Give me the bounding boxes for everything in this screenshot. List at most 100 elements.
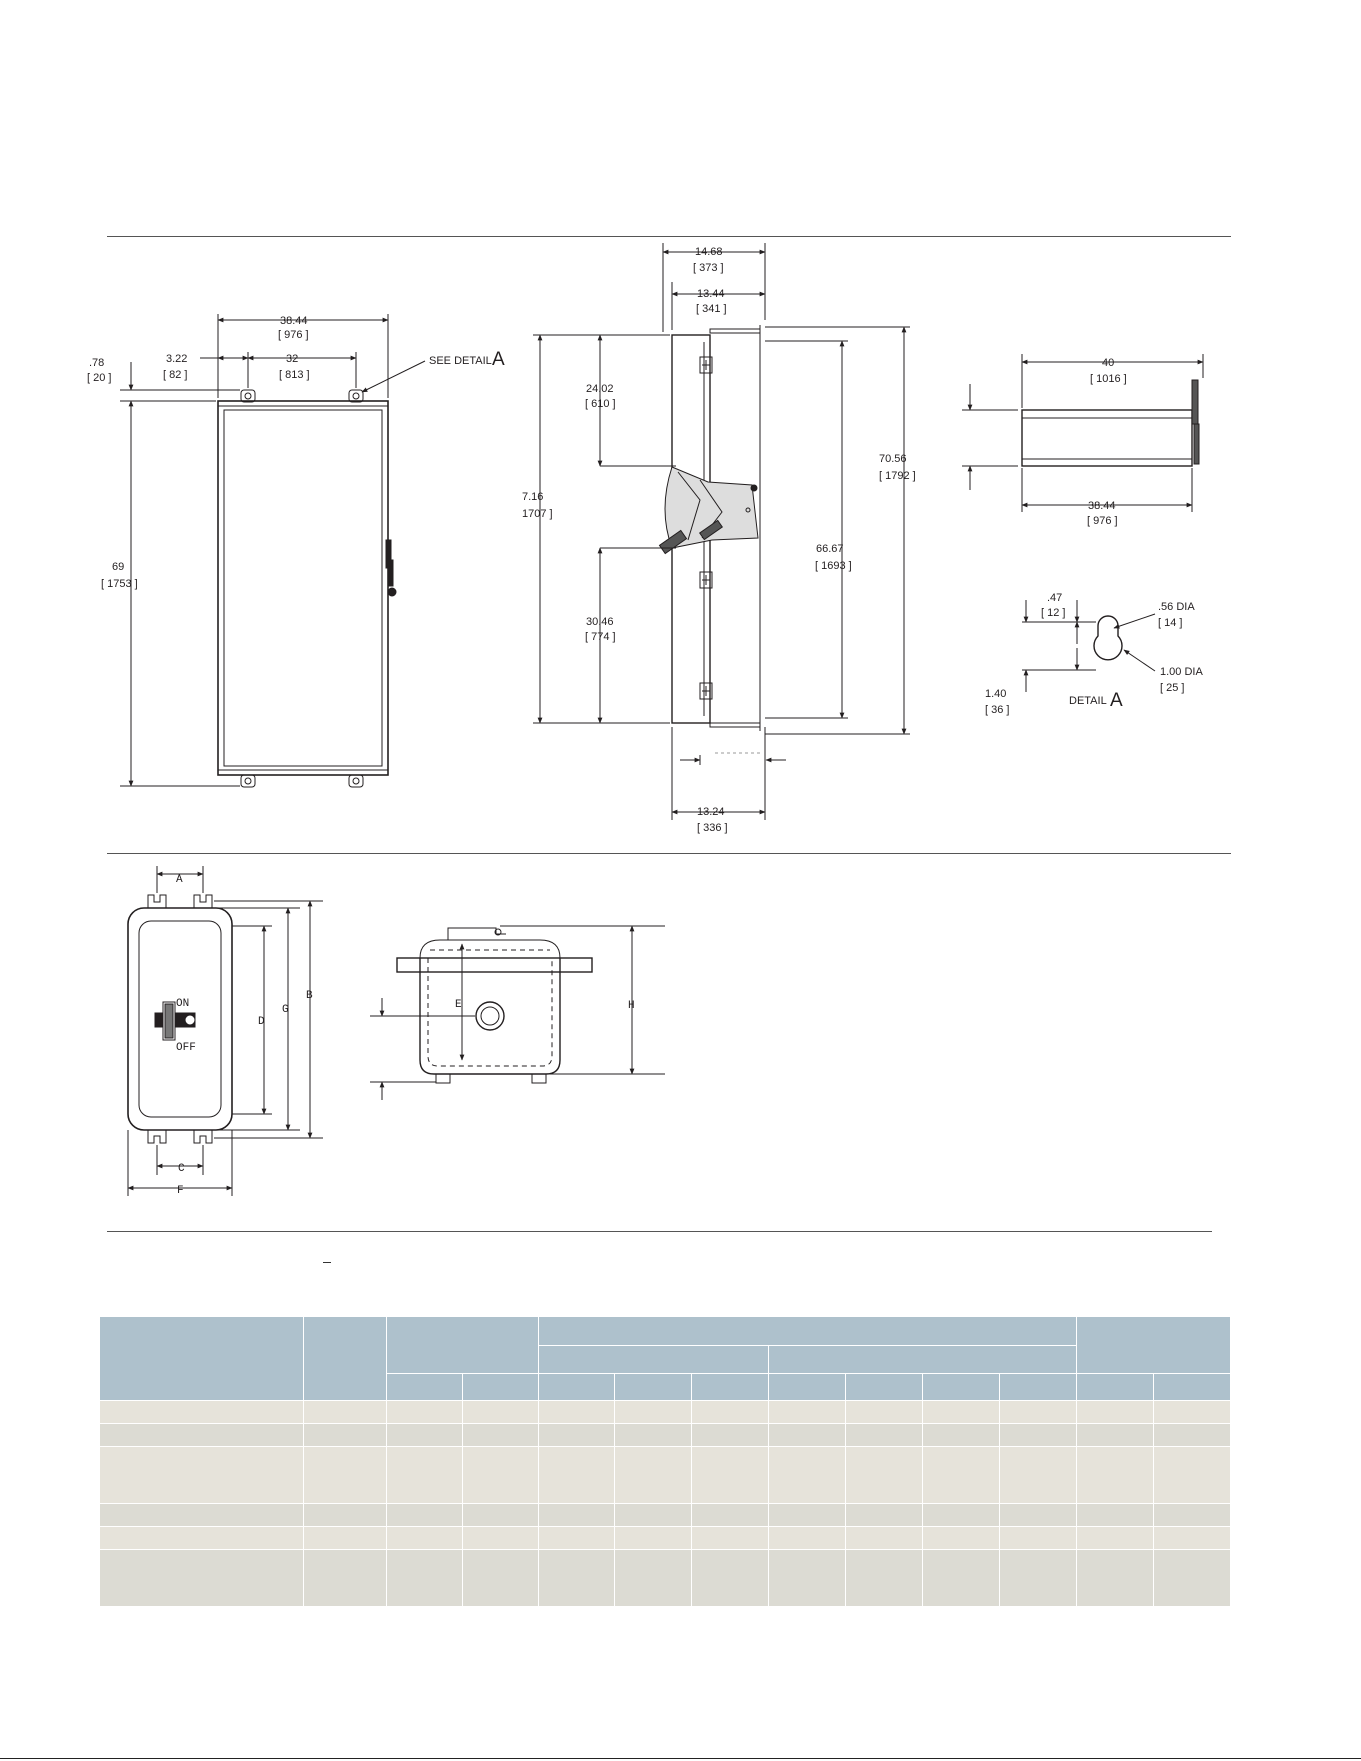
table-subheader-cell xyxy=(539,1374,614,1400)
table-subheader-cell xyxy=(692,1374,768,1400)
switch-off-label: OFF xyxy=(176,1042,196,1054)
dim-overall-width: 38.44 xyxy=(280,315,308,327)
table-subheader-cell xyxy=(769,1374,845,1400)
detail-dim-height-mm: [ 36 ] xyxy=(985,704,1009,716)
table-header-cell xyxy=(539,1317,1076,1345)
top-view-dim-bottom: 38.44 xyxy=(1088,500,1116,512)
hinge-bottom-icon xyxy=(699,682,713,700)
dim-top-offset: .78 xyxy=(89,357,104,369)
bottom-section-rule xyxy=(107,1231,1212,1232)
toggle-switch-icon xyxy=(154,1001,196,1041)
detail-dim-large-dia: 1.00 DIA xyxy=(1160,666,1203,678)
enclosure-side-drawing xyxy=(533,243,910,820)
switch-dim-b: B xyxy=(306,990,313,1002)
dim-right-inner: 66.67 xyxy=(816,543,844,555)
table-subheader-cell xyxy=(1000,1374,1076,1400)
switch-front-drawing xyxy=(127,866,323,1196)
table-row xyxy=(100,1447,1230,1503)
conduit-hub-icon xyxy=(475,1001,505,1031)
detail-a-letter: A xyxy=(1110,690,1123,711)
switch-front-face xyxy=(138,920,222,1118)
detail-a-keyhole-drawing xyxy=(1022,600,1156,692)
top-view-handle-icon xyxy=(1191,379,1200,465)
detail-dim-small-dia: .56 DIA xyxy=(1158,601,1195,613)
table-subheader-cell xyxy=(387,1374,462,1400)
middle-section-rule xyxy=(107,853,1231,854)
table-subheader-cell xyxy=(846,1374,922,1400)
table-header-cell xyxy=(304,1317,386,1400)
enclosure-handle-icon xyxy=(385,539,397,597)
dim-upper: 24.02 xyxy=(586,383,614,395)
mounting-tab-top-right xyxy=(348,389,364,403)
table-subheader-cell xyxy=(539,1346,768,1373)
dim-bottom: 13.24 xyxy=(697,806,725,818)
see-detail-callout: SEE DETAIL xyxy=(429,355,492,367)
enclosure-front-body xyxy=(217,400,389,776)
switch-dim-a: A xyxy=(176,874,183,886)
table-subheader-cell xyxy=(463,1374,538,1400)
switch-front-body xyxy=(127,907,233,1131)
table-row xyxy=(100,1550,1230,1606)
top-view-dim-top-mm: [ 1016 ] xyxy=(1090,373,1127,385)
dim-right-outer: 70.56 xyxy=(879,453,907,465)
table-subheader-cell xyxy=(1154,1374,1230,1400)
table-subheader-cell xyxy=(1077,1374,1153,1400)
table-subheader-cell xyxy=(769,1346,1076,1373)
table-subheader-cell xyxy=(923,1374,999,1400)
see-detail-letter: A xyxy=(492,349,505,370)
detail-dim-small-dia-mm: [ 14 ] xyxy=(1158,617,1182,629)
dim-height: 69 xyxy=(112,561,124,573)
dimensions-table xyxy=(99,1316,1231,1607)
switch-dim-c: C xyxy=(178,1163,185,1175)
table-subheader-cell xyxy=(615,1374,691,1400)
switch-side-body xyxy=(419,958,561,1075)
detail-dim-height: 1.40 xyxy=(985,688,1006,700)
dim-top-inner-mm: [ 341 ] xyxy=(696,303,727,315)
page-bottom-rule xyxy=(0,1758,1361,1759)
dim-right-outer-mm: [ 1792 ] xyxy=(879,470,916,482)
detail-a-label: DETAIL xyxy=(1069,695,1107,707)
keyhole-shape xyxy=(1093,615,1123,661)
switch-dim-g: G xyxy=(282,1004,289,1016)
top-view-dim-top: 40 xyxy=(1102,357,1114,369)
top-view-body xyxy=(1021,409,1193,467)
table-row xyxy=(100,1527,1230,1549)
table-row xyxy=(100,1401,1230,1423)
dim-offset-mm: [ 82 ] xyxy=(163,369,187,381)
dim-mount-mm: [ 813 ] xyxy=(279,369,310,381)
dim-bottom-mm: [ 336 ] xyxy=(697,822,728,834)
dim-top-outer-mm: [ 373 ] xyxy=(693,262,724,274)
table-header-cell xyxy=(100,1317,303,1400)
dim-lower: 30.46 xyxy=(586,616,614,628)
mounting-tab-bottom-left xyxy=(240,774,256,788)
dim-height-mm: [ 1753 ] xyxy=(101,578,138,590)
top-view-dim-bottom-mm: [ 976 ] xyxy=(1087,515,1118,527)
detail-dim-top-mm: [ 12 ] xyxy=(1041,607,1065,619)
dim-overall-width-mm: [ 976 ] xyxy=(278,329,309,341)
switch-dim-d: D xyxy=(258,1016,265,1028)
dim-left-total: 7.16 xyxy=(522,491,543,503)
dim-top-inner: 13.44 xyxy=(697,288,725,300)
table-header-cell xyxy=(387,1317,538,1373)
mounting-tab-top-left xyxy=(240,389,256,403)
dim-top-offset-mm: [ 20 ] xyxy=(87,372,111,384)
detail-dim-top: .47 xyxy=(1047,592,1062,604)
dim-right-inner-mm: [ 1693 ] xyxy=(815,560,852,572)
switch-side-drawing xyxy=(370,925,665,1100)
dim-lower-mm: [ 774 ] xyxy=(585,631,616,643)
switch-dim-f: F xyxy=(177,1185,184,1197)
table-row xyxy=(100,1424,1230,1446)
table-header-cell xyxy=(1077,1317,1230,1373)
switch-dim-h: H xyxy=(628,1000,635,1012)
dim-offset: 3.22 xyxy=(166,353,187,365)
operating-handle-icon xyxy=(658,466,759,555)
hinge-middle-icon xyxy=(699,571,713,589)
dim-upper-mm: [ 610 ] xyxy=(585,398,616,410)
mounting-tab-bottom-right xyxy=(348,774,364,788)
switch-on-label: ON xyxy=(176,998,189,1010)
dim-top-outer: 14.68 xyxy=(695,246,723,258)
enclosure-top-drawing xyxy=(962,354,1204,512)
dim-mount: 32 xyxy=(286,353,298,365)
enclosure-front-door xyxy=(223,409,383,767)
